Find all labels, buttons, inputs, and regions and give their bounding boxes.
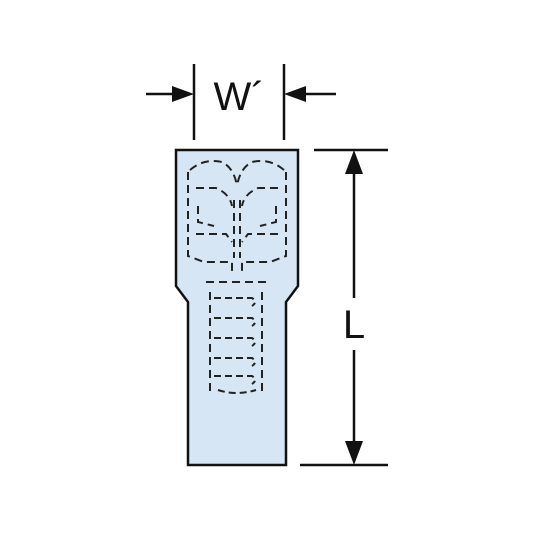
length-arrow-bottom-head — [345, 441, 363, 465]
serration-5 — [214, 375, 256, 385]
serration-3 — [214, 337, 256, 347]
receptacle-inner-right-top — [241, 187, 278, 207]
receptacle-outer-right — [241, 172, 287, 274]
length-arrow-top-head — [345, 150, 363, 174]
receptacle-inner-left-mid — [197, 206, 215, 227]
receptacle-inner-left-top — [196, 187, 233, 207]
crimp-barrel-serrations — [214, 297, 257, 394]
width-arrow-right-head — [284, 86, 306, 102]
receptacle-outer-left — [187, 172, 233, 274]
barrel-end — [217, 389, 257, 394]
receptacle-inner-right-mid — [259, 206, 277, 227]
serration-2 — [214, 317, 256, 327]
length-dimension-label: L — [343, 303, 365, 347]
terminal-body — [174, 148, 300, 467]
hidden-receptacle-outline — [187, 160, 287, 392]
width-arrow-left-head — [172, 86, 194, 102]
width-dimension-label: W´ — [213, 75, 264, 119]
serration-1 — [214, 297, 256, 307]
serration-4 — [214, 357, 256, 367]
receptacle-inner-right-low — [241, 233, 278, 243]
receptacle-inner-left-low — [196, 233, 233, 243]
receptacle-right-curl — [236, 160, 285, 187]
receptacle-left-curl — [189, 160, 238, 187]
